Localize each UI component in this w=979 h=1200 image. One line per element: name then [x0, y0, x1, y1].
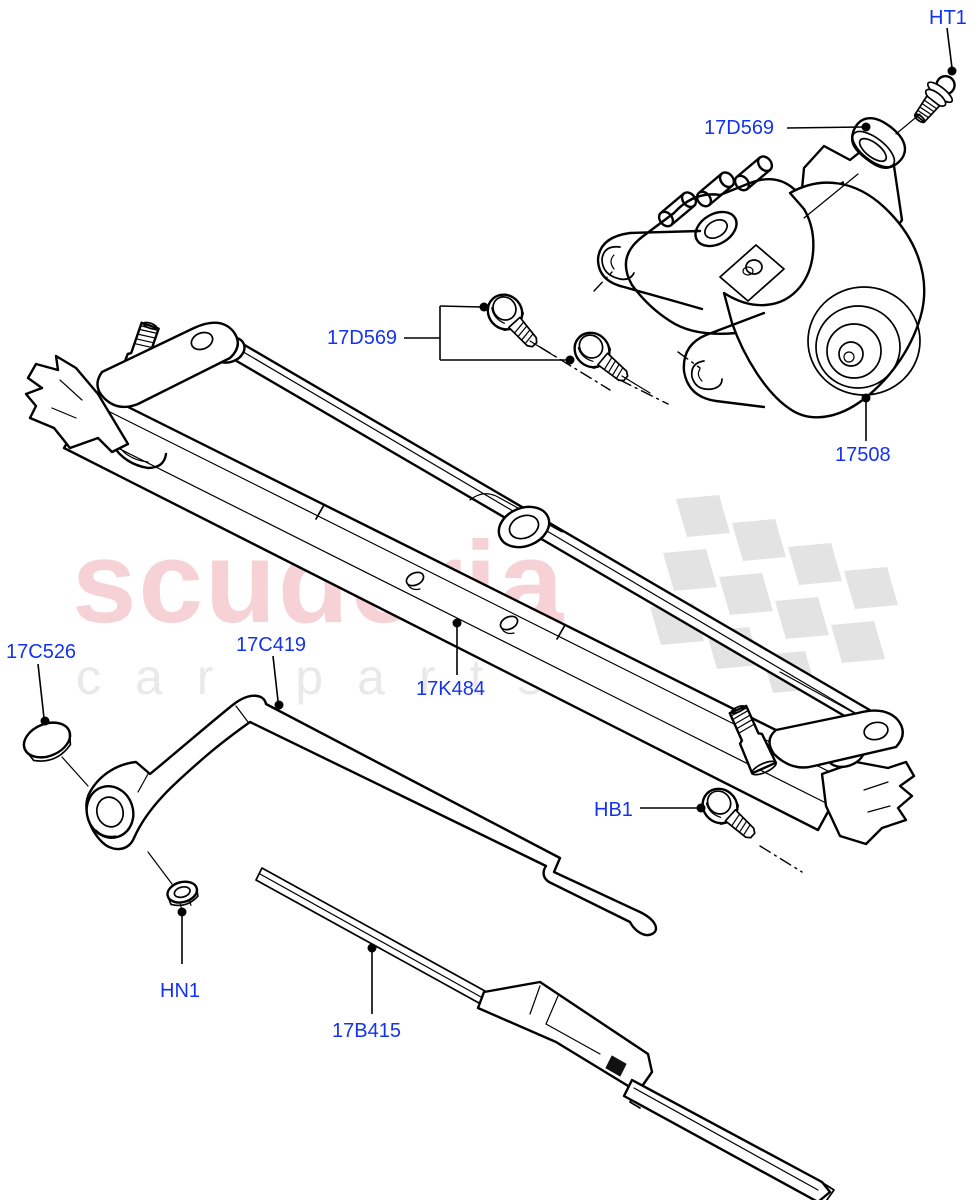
- linkage-frame: [24, 354, 916, 846]
- part-label-17k484[interactable]: 17K484: [416, 678, 485, 700]
- wiper-motor: [596, 142, 926, 419]
- part-label-17b415[interactable]: 17B415: [332, 1020, 401, 1042]
- leader-dot: [479, 302, 489, 312]
- part-label-17d569-left[interactable]: 17D569: [327, 327, 397, 349]
- flag-diamond: [788, 543, 842, 585]
- flag-diamond: [831, 621, 885, 663]
- leader-line: [786, 126, 864, 129]
- flag-diamond: [732, 519, 786, 561]
- frame-left-fork: [24, 354, 130, 454]
- part-label-ht1[interactable]: HT1: [929, 7, 967, 29]
- leader-dot: [947, 66, 957, 76]
- cap-17c526: [22, 721, 72, 762]
- assembly-axis-top: [803, 173, 859, 219]
- watermark-tagline-text: car parts: [76, 649, 577, 705]
- flag-diamond: [719, 573, 773, 615]
- flag-diamond: [663, 549, 717, 591]
- pivot-left: [96, 321, 246, 409]
- leader-line: [439, 305, 482, 308]
- frame-right-fork: [820, 760, 916, 846]
- leader-line: [946, 27, 953, 69]
- blade-connector: [476, 980, 654, 1094]
- leader-dot: [40, 716, 50, 726]
- bolt-hb1: [701, 787, 803, 873]
- nut-hn1: [166, 880, 199, 910]
- bolt-ht1: [913, 74, 956, 124]
- pivot-right: [728, 704, 904, 776]
- leader-dot: [452, 618, 462, 628]
- leader-dot: [696, 803, 706, 813]
- leader-dot: [274, 700, 284, 710]
- leader-line: [272, 655, 279, 702]
- part-labels: HT1 17D569 17D569 17508 17C526 17C419 17K484HB…: [6, 7, 967, 1042]
- leader-line: [37, 663, 45, 719]
- part-label-17c526[interactable]: 17C526: [6, 641, 76, 663]
- part-label-17d569-top[interactable]: 17D569: [704, 117, 774, 139]
- wiper-arm: [61, 694, 658, 937]
- flag-diamond: [775, 597, 829, 639]
- flag-diamond: [676, 495, 730, 537]
- grommet-17d569: [850, 117, 907, 169]
- leader-dot: [367, 943, 377, 953]
- part-label-17c419[interactable]: 17C419: [236, 634, 306, 656]
- part-label-17508[interactable]: 17508: [835, 444, 891, 466]
- leader-dot: [861, 393, 871, 403]
- wiper-blade: [255, 867, 835, 1200]
- bolts-17d569: [486, 271, 701, 405]
- flag-diamond: [844, 567, 898, 609]
- part-label-hn1[interactable]: HN1: [160, 980, 200, 1002]
- leader-dot: [861, 122, 871, 132]
- leader-dot: [177, 907, 187, 917]
- leader-dot: [565, 355, 575, 365]
- part-label-hb1[interactable]: HB1: [594, 799, 633, 821]
